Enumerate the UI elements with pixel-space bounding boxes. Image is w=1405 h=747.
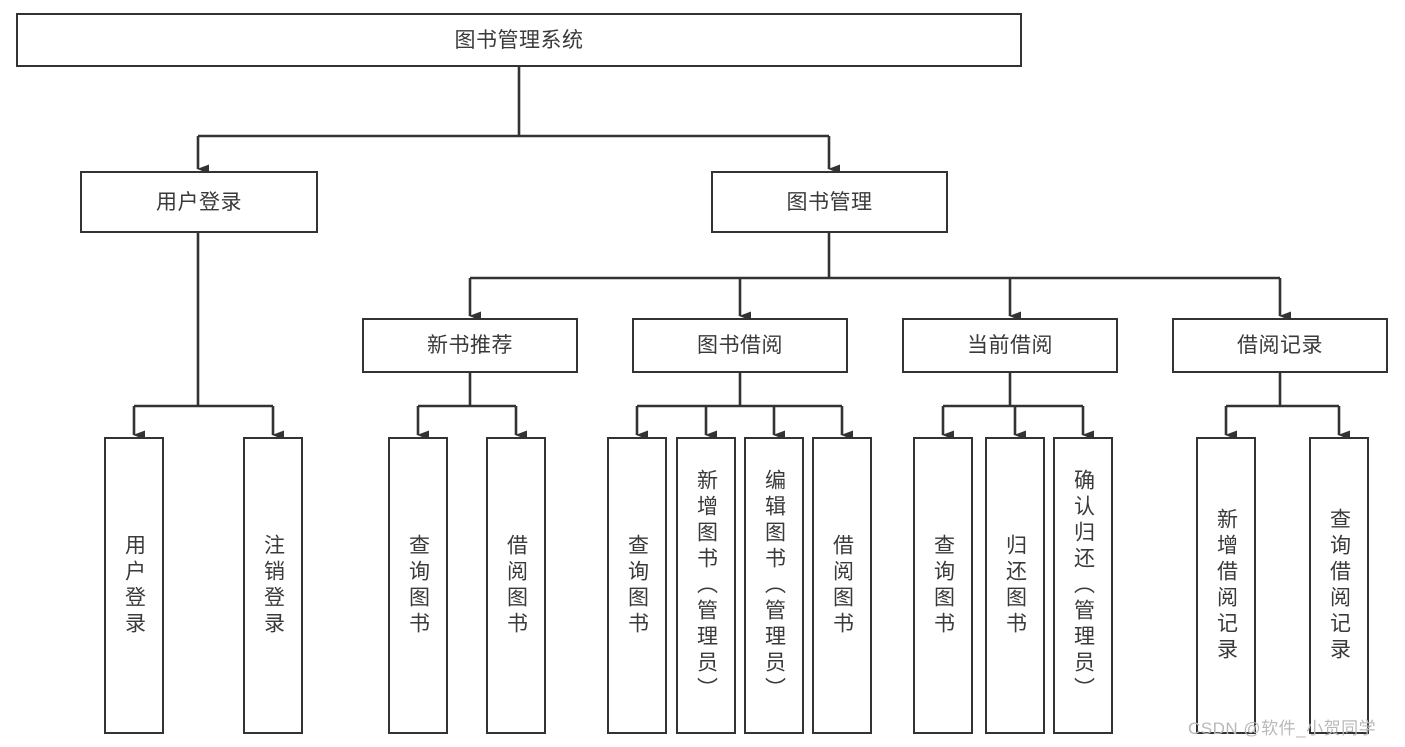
- node-label-book-manage: 图书管理: [786, 190, 873, 214]
- node-leaf-edit-book[interactable]: 编辑图书（管理员）: [744, 437, 804, 734]
- node-user-login[interactable]: 用户登录: [80, 171, 318, 233]
- node-label-leaf-confirm-return: 确认归还（管理员）: [1071, 468, 1095, 703]
- node-leaf-add-book[interactable]: 新增图书（管理员）: [676, 437, 736, 734]
- watermark-text: CSDN @软件_小贺同学: [1188, 719, 1377, 738]
- node-leaf-return-book[interactable]: 归还图书: [985, 437, 1045, 734]
- node-book-manage[interactable]: 图书管理: [711, 171, 948, 233]
- node-label-leaf-edit-book: 编辑图书（管理员）: [762, 468, 786, 703]
- node-label-leaf-query-record: 查询借阅记录: [1327, 507, 1351, 664]
- connector-lines: [132, 67, 1350, 440]
- node-leaf-query-record[interactable]: 查询借阅记录: [1309, 437, 1369, 734]
- node-label-root: 图书管理系统: [454, 28, 584, 52]
- node-label-leaf-add-record: 新增借阅记录: [1214, 507, 1238, 664]
- node-label-leaf-query-book-3: 查询图书: [931, 533, 955, 638]
- node-current-borrow[interactable]: 当前借阅: [902, 318, 1118, 373]
- node-leaf-user-logout[interactable]: 注销登录: [243, 437, 303, 734]
- node-leaf-query-book-3[interactable]: 查询图书: [913, 437, 973, 734]
- node-label-leaf-query-book-2: 查询图书: [625, 533, 649, 638]
- node-label-leaf-user-login: 用户登录: [122, 533, 146, 638]
- node-root[interactable]: 图书管理系统: [16, 13, 1022, 67]
- node-leaf-borrow-book-1[interactable]: 借阅图书: [486, 437, 546, 734]
- node-label-user-login: 用户登录: [156, 190, 242, 214]
- node-leaf-user-login[interactable]: 用户登录: [104, 437, 164, 734]
- node-label-leaf-user-logout: 注销登录: [261, 533, 285, 638]
- node-leaf-query-book-1[interactable]: 查询图书: [388, 437, 448, 734]
- node-label-book-borrow: 图书借阅: [697, 334, 783, 357]
- node-label-leaf-query-book-1: 查询图书: [406, 533, 430, 638]
- node-label-leaf-add-book: 新增图书（管理员）: [694, 468, 718, 703]
- node-new-book-recommend[interactable]: 新书推荐: [362, 318, 578, 373]
- node-book-borrow[interactable]: 图书借阅: [632, 318, 848, 373]
- node-label-new-book-recommend: 新书推荐: [427, 334, 513, 357]
- node-leaf-borrow-book-2[interactable]: 借阅图书: [812, 437, 872, 734]
- node-label-leaf-return-book: 归还图书: [1003, 533, 1027, 638]
- node-label-current-borrow: 当前借阅: [967, 334, 1053, 357]
- node-borrow-record[interactable]: 借阅记录: [1172, 318, 1388, 373]
- node-leaf-confirm-return[interactable]: 确认归还（管理员）: [1053, 437, 1113, 734]
- node-leaf-add-record[interactable]: 新增借阅记录: [1196, 437, 1256, 734]
- node-leaf-query-book-2[interactable]: 查询图书: [607, 437, 667, 734]
- node-label-borrow-record: 借阅记录: [1237, 334, 1323, 357]
- node-label-leaf-borrow-book-2: 借阅图书: [830, 533, 854, 638]
- node-label-leaf-borrow-book-1: 借阅图书: [504, 533, 528, 638]
